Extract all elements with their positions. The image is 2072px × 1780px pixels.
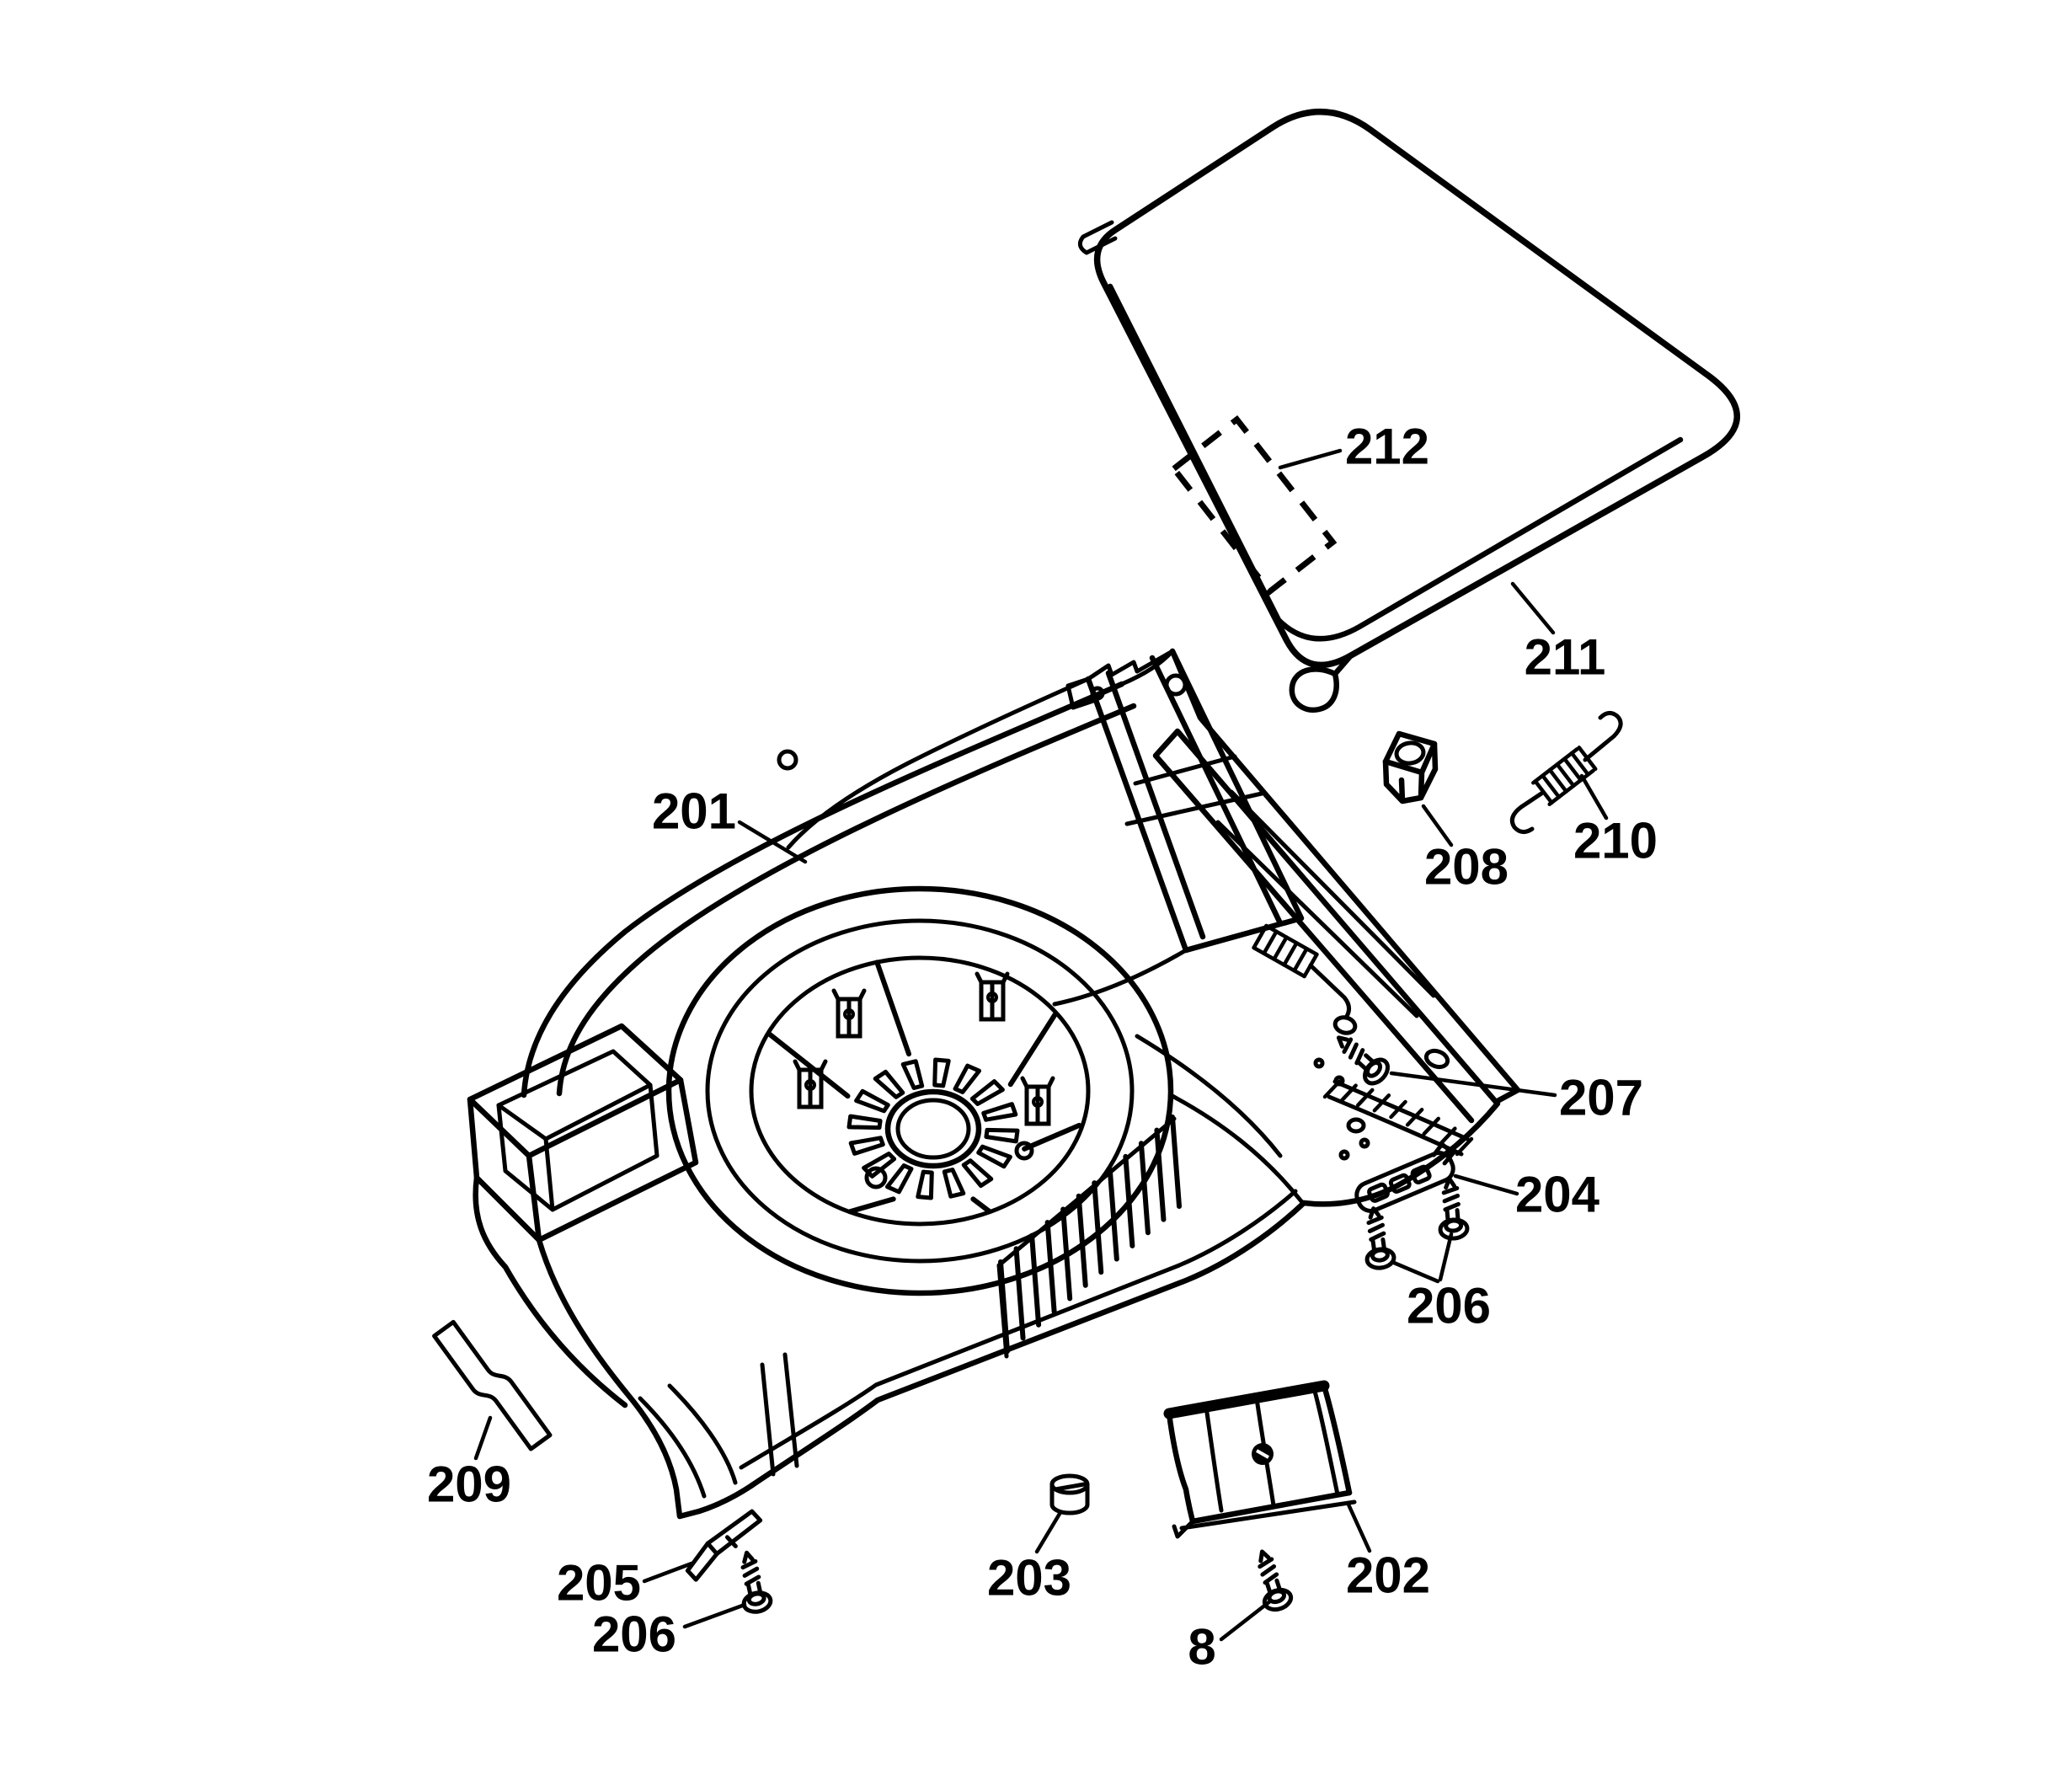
callout-201: 201: [652, 783, 736, 840]
vent-slats: [996, 1115, 1182, 1359]
deck-housing-part-201: [467, 648, 1521, 1520]
clip-post: [831, 988, 867, 1039]
leader-line-206: [1391, 1260, 1440, 1284]
leader-line-204: [1453, 1173, 1519, 1196]
clip-post: [793, 1059, 828, 1109]
clip-post: [975, 971, 1010, 1022]
height-rack: [1313, 1015, 1474, 1161]
spring-part-210: [1509, 711, 1623, 834]
leader-line-210: [1579, 773, 1609, 821]
callout-8: 8: [1188, 1619, 1215, 1676]
leader-line-201: [737, 820, 808, 864]
callout-205: 205: [557, 1555, 641, 1612]
fan-bowl: [665, 885, 1174, 1296]
clip-post: [1020, 1076, 1055, 1126]
screw-part-8: [1249, 1547, 1293, 1612]
callout-206: 206: [1407, 1278, 1491, 1334]
leader-line-209: [473, 1415, 493, 1461]
leader-line-206: [682, 1602, 747, 1629]
callout-202: 202: [1346, 1547, 1430, 1604]
callout-210: 210: [1573, 813, 1658, 869]
side-box: [467, 1023, 699, 1243]
leader-line-212: [1278, 448, 1343, 470]
leader-line-8: [1219, 1598, 1274, 1642]
callout-206: 206: [592, 1606, 676, 1663]
nut-part-208: [1382, 730, 1439, 804]
bracket-part-205: [685, 1509, 763, 1582]
rear-cover-part-211: [1077, 109, 1740, 714]
screw-part-206-b: [1360, 1206, 1396, 1270]
callout-209: 209: [427, 1457, 511, 1513]
leader-line-208: [1421, 804, 1454, 847]
leader-line-207: [1389, 1071, 1557, 1098]
callout-208: 208: [1424, 839, 1509, 895]
bracket-part-204: [1354, 1141, 1455, 1213]
callout-212: 212: [1345, 419, 1429, 475]
leader-line-205: [642, 1561, 694, 1584]
callout-211: 211: [1525, 629, 1606, 686]
impeller-slots: [846, 1057, 1020, 1200]
cap-part-203: [1049, 1473, 1090, 1515]
callout-203: 203: [987, 1550, 1071, 1606]
strip-part-209: [432, 1319, 553, 1451]
cover-hook: [1289, 652, 1354, 714]
label-area-part-212: [1169, 414, 1338, 596]
leader-line-211: [1510, 581, 1556, 635]
panel-part-202: [1163, 1380, 1357, 1539]
callout-207: 207: [1559, 1070, 1643, 1126]
rear-hinge-tower: [1052, 648, 1351, 1020]
tower-spring-coil: [1252, 923, 1319, 979]
callout-204: 204: [1515, 1167, 1600, 1223]
rim-hole: [777, 749, 798, 771]
leader-line-203: [1034, 1511, 1062, 1554]
leader-line-206: [1438, 1232, 1454, 1282]
screw-part-206-c: [734, 1550, 772, 1614]
leader-line-202: [1346, 1502, 1372, 1553]
screw-part-206-a: [1436, 1178, 1468, 1240]
cover-corner-tab: [1077, 220, 1118, 255]
